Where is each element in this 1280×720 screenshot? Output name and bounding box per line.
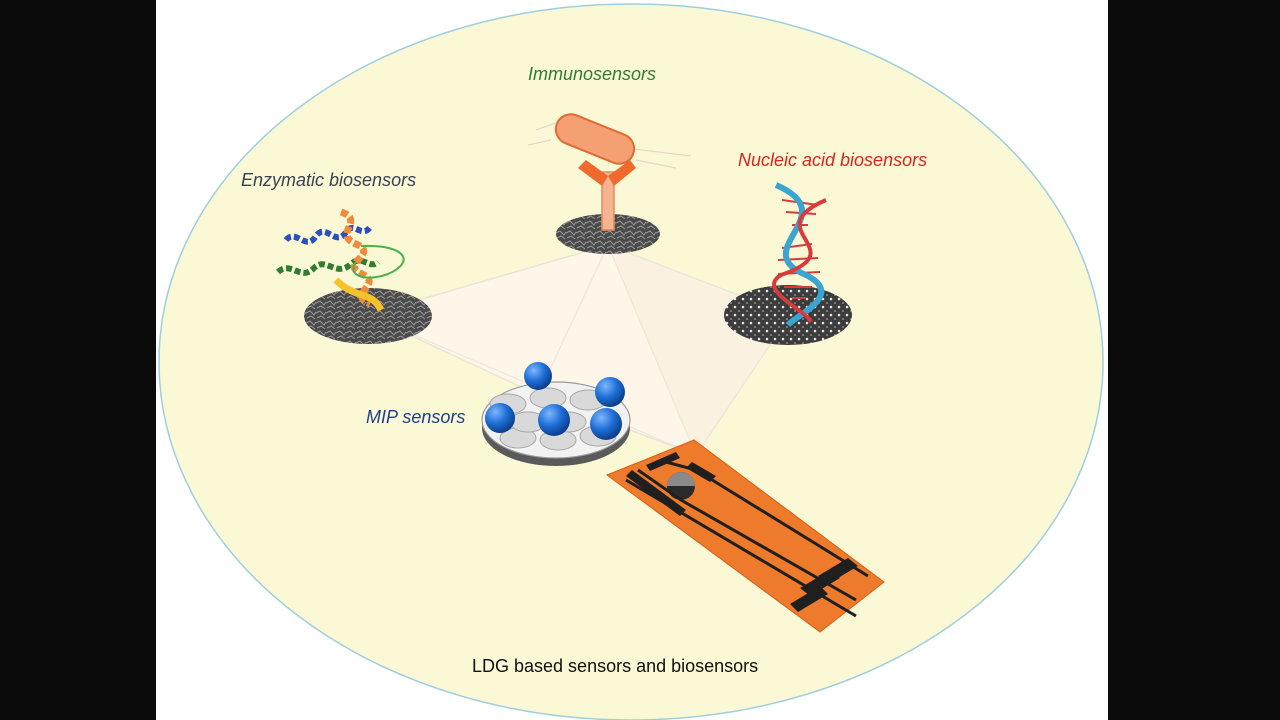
- immunosensors-label: Immunosensors: [528, 64, 657, 84]
- left-letterbox: [0, 0, 156, 720]
- diagram-slide: Immunosensors Nucleic acid biosensors En…: [156, 0, 1108, 720]
- mip-sensors-label: MIP sensors: [366, 407, 466, 427]
- sensor-diagram: [158, 3, 1104, 720]
- graphene-electrode-icon: [605, 439, 885, 633]
- enzymatic-biosensors-label: Enzymatic biosensors: [241, 170, 417, 190]
- dna-helix-icon: [724, 182, 852, 345]
- nucleic-acid-biosensors-label: Nucleic acid biosensors: [738, 150, 928, 170]
- right-letterbox: [1108, 0, 1280, 720]
- antibody-icon: [527, 113, 692, 254]
- diagram-caption: LDG based sensors and biosensors: [472, 656, 759, 676]
- enzyme-protein-icon: [275, 208, 432, 344]
- mip-spheres-icon: [481, 362, 631, 466]
